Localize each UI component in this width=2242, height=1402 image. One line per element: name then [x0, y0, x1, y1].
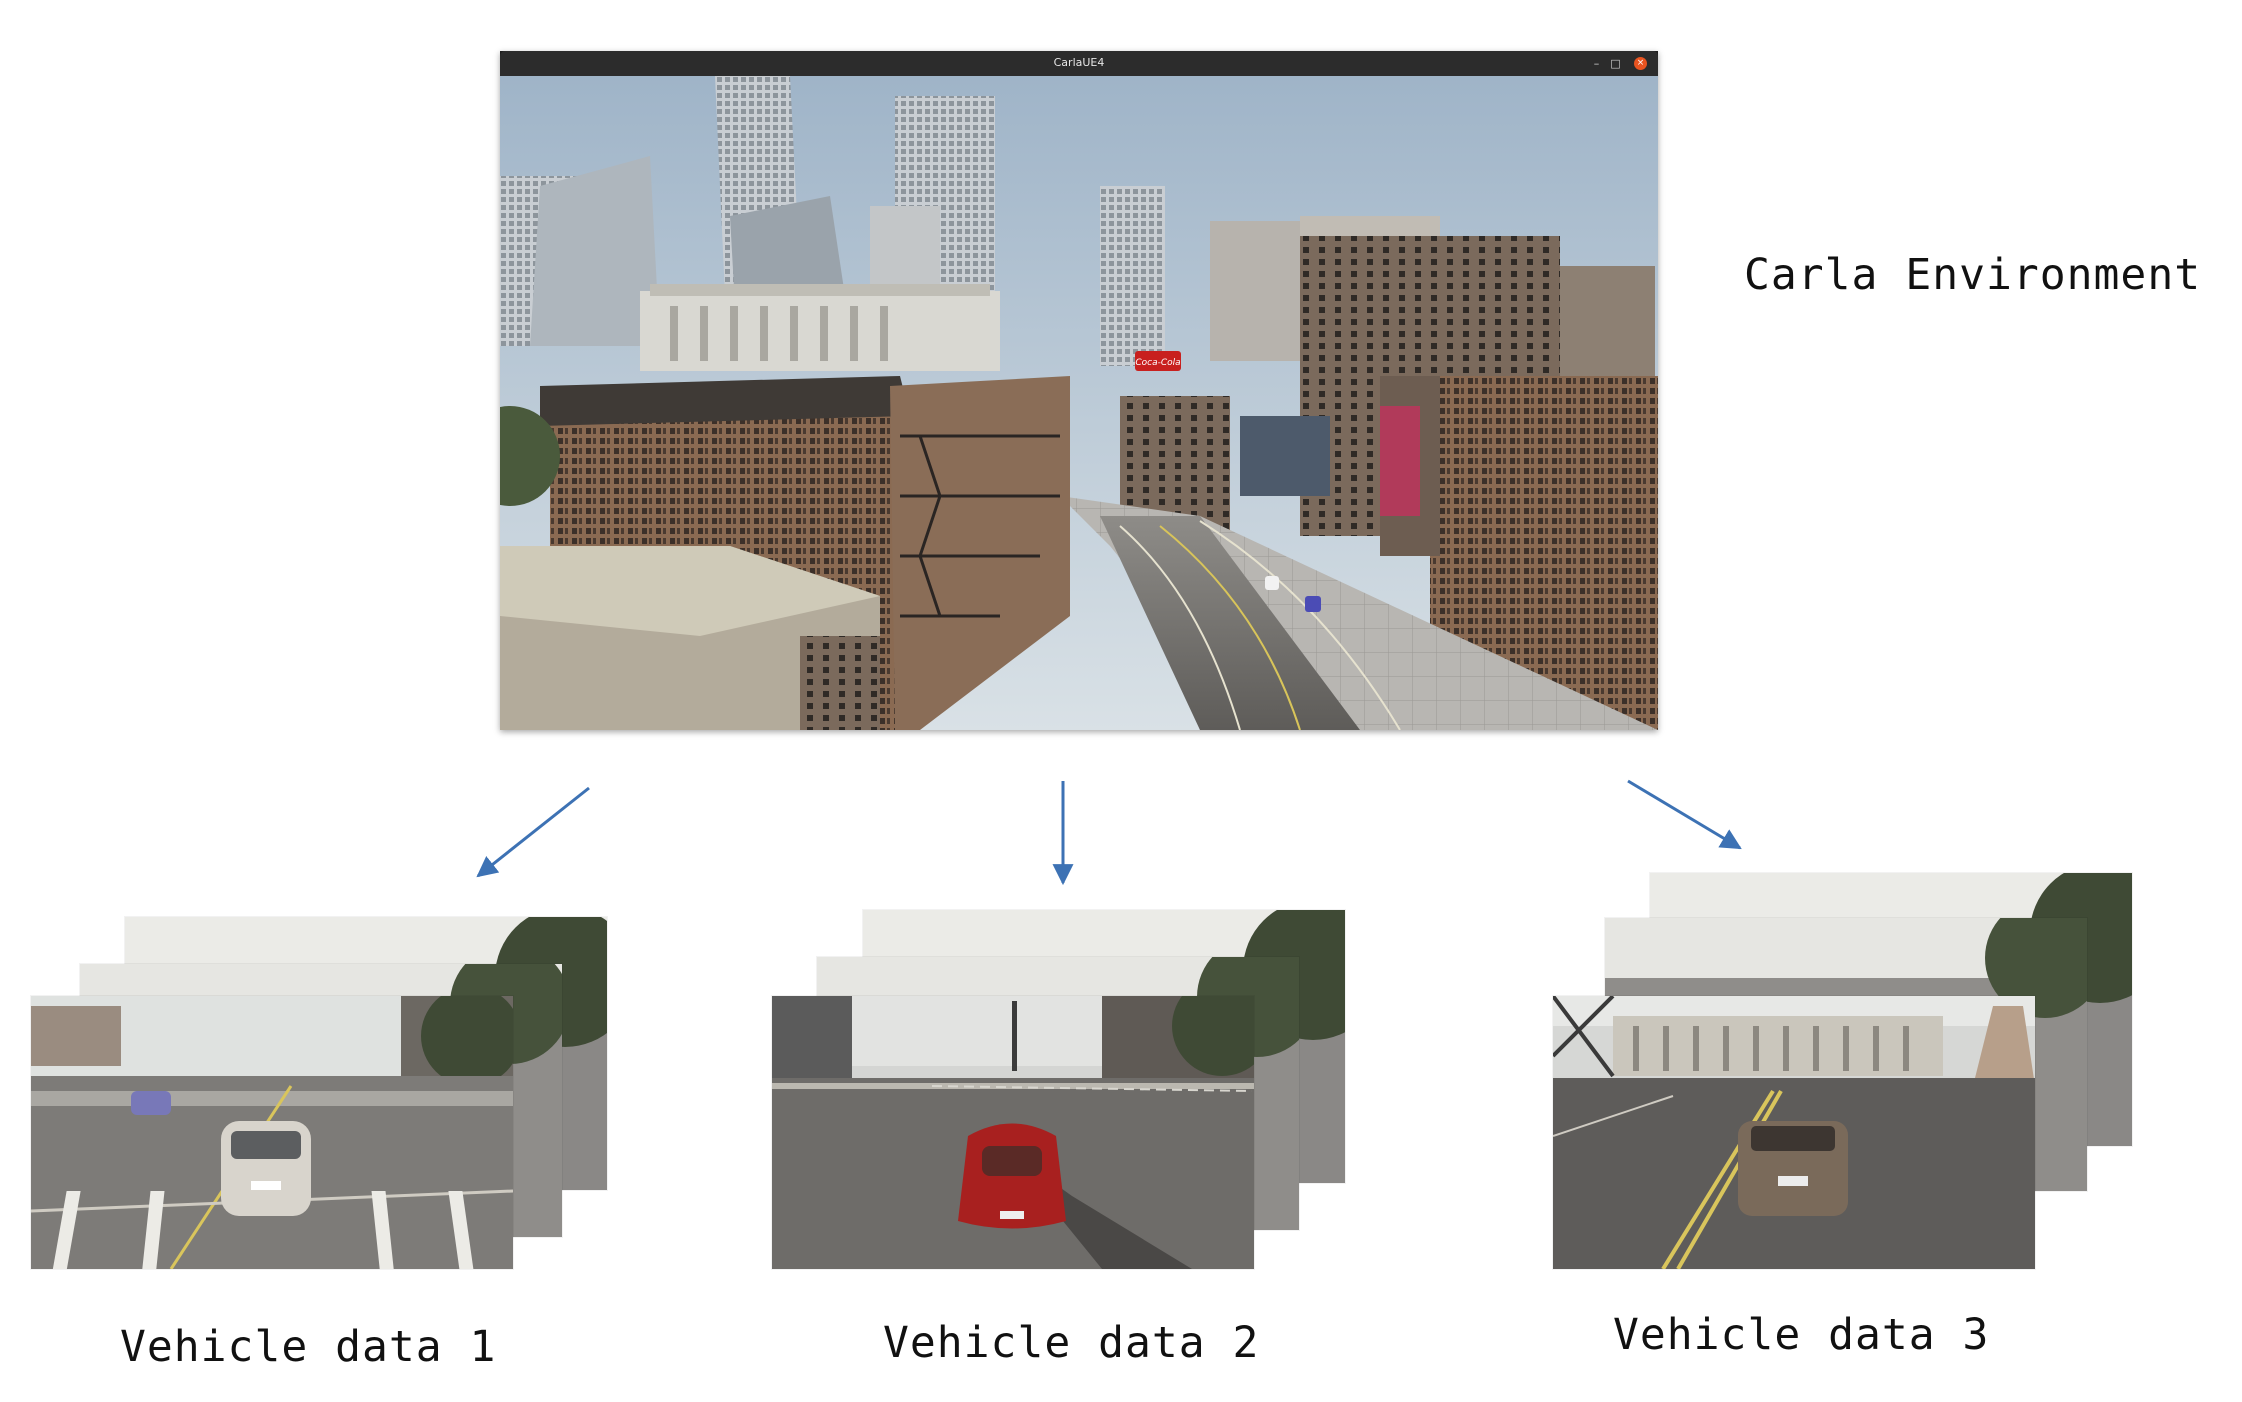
city-render-viewport[interactable]: Coca-Cola [500, 76, 1658, 730]
vehicle-3-frame-front [1553, 996, 2035, 1269]
vehicle-2-label: Vehicle data 2 [883, 1318, 1260, 1368]
carla-window: CarlaUE4 – □ × [500, 51, 1658, 730]
window-titlebar[interactable]: CarlaUE4 – □ × [500, 51, 1658, 76]
carla-environment-label: Carla Environment [1744, 250, 2202, 300]
vehicle-1-label: Vehicle data 1 [120, 1322, 497, 1372]
maximize-button[interactable]: □ [1610, 57, 1621, 70]
city-scene-image: Coca-Cola [500, 76, 1658, 730]
vehicle-2-frame-front [772, 996, 1254, 1269]
billboard-text: Coca-Cola [1135, 358, 1180, 368]
window-title: CarlaUE4 [1053, 56, 1105, 69]
arrow-to-vehicle-1 [476, 786, 590, 878]
arrow-to-vehicle-3 [1627, 779, 1742, 850]
vehicle-1-frame-front [31, 996, 513, 1269]
close-button[interactable]: × [1634, 57, 1647, 70]
vehicle-3-label: Vehicle data 3 [1613, 1310, 1990, 1360]
minimize-button[interactable]: – [1593, 57, 1600, 70]
